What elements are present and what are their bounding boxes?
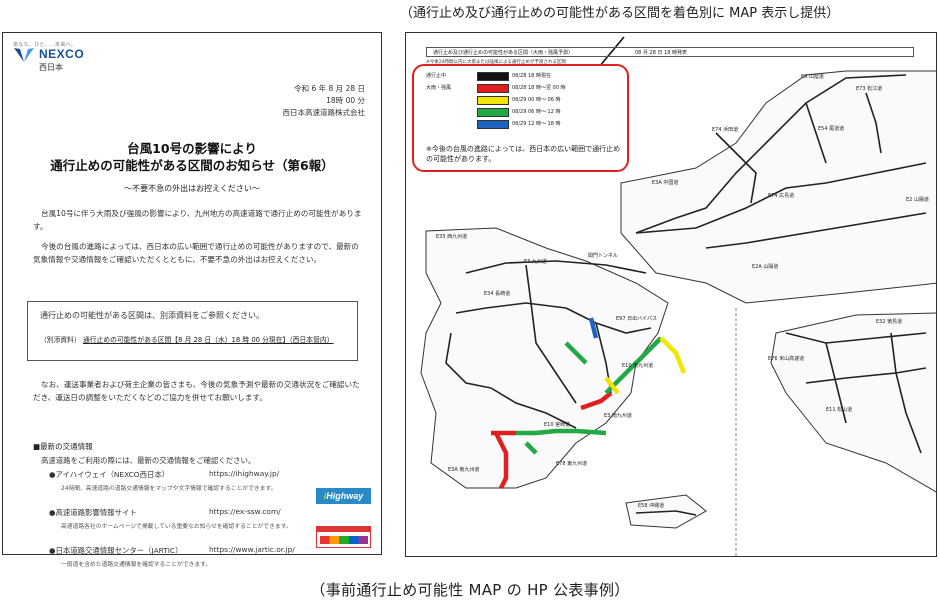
svg-text:E2 山陽道: E2 山陽道 (906, 196, 929, 203)
road-labels: E9 山陰道 E2 山陽道 E73 松江道 E54 尾道道 E74 浜田道 E7… (436, 73, 929, 509)
info-item-ihighway: ●アイハイウェイ（NEXCO西日本） https://ihighway.jp/ (49, 469, 279, 480)
legend-swatch (477, 108, 509, 117)
doc-date: 令和 6 年 8 月 28 日 (294, 84, 365, 93)
map-header-date: 08 月 28 日 18 時発表 (635, 50, 688, 56)
legend-swatch (477, 120, 509, 129)
logo-brand: NEXCO (39, 47, 85, 61)
svg-text:E32 徳島道: E32 徳島道 (876, 318, 902, 325)
info-item-desc: 一般道を含めた道路交通情報を確認することができます。 (61, 562, 212, 568)
legend-note: ※今後の台風の進路によっては、西日本の広い範囲で通行止めの可能性があります。 (426, 145, 621, 163)
svg-text:E3A 中国道: E3A 中国道 (652, 179, 678, 186)
section-intro: 高速道路をご利用の際には、最新の交通情報をご確認ください。 (41, 456, 256, 465)
doc-company: 西日本高速道路株式会社 (282, 108, 366, 117)
svg-text:E54 尾道道: E54 尾道道 (818, 125, 844, 132)
map-note: ※今後24時間以内に大雨または強風による通行止めが予測される区間 (426, 60, 566, 65)
figure-caption: （事前通行止め可能性 MAP の HP 公表事例） (310, 581, 630, 599)
svg-text:E74 広島道: E74 広島道 (768, 192, 794, 199)
svg-text:E76 米山高速道: E76 米山高速道 (768, 355, 804, 362)
logo-tagline: あなた、ひと、…未来へ。 (13, 42, 77, 48)
ihighway-logo[interactable]: iHighway (316, 488, 371, 504)
attachment-link[interactable]: 通行止めの可能性がある区間【8 月 28 日（水）18 時 00 分現在】（西日… (82, 336, 334, 344)
svg-text:E97 日出バイパス: E97 日出バイパス (616, 315, 657, 322)
attachment-prefix: （別添資料） (40, 336, 81, 344)
info-item-ex-ssw: ●高速道路影響情報サイト https://ex-ssw.com/ (49, 507, 281, 518)
map-header-title: 通行止め及び通行止めの可能性がある区間（大雨・強風予測） (433, 50, 574, 56)
doc-meta: 令和 6 年 8 月 28 日 18時 00 分 西日本高速道路株式会社 (283, 83, 366, 119)
logo-branch: 西日本 (39, 63, 63, 72)
info-item-url[interactable]: https://ihighway.jp/ (209, 469, 280, 478)
info-item-jartic: ●日本道路交通情報センター（JARTIC） https://www.jartic… (49, 545, 295, 556)
attachment-ref: （別添資料） 通行止めの可能性がある区間【8 月 28 日（水）18 時 00 … (40, 334, 334, 344)
press-release-document: あなた、ひと、…未来へ。 NEXCO 西日本 令和 6 年 8 月 28 日 1… (2, 32, 382, 568)
section-title: ■最新の交通情報 (33, 442, 93, 451)
map-graphic: E9 山陰道 E2 山陽道 E73 松江道 E54 尾道道 E74 浜田道 E7… (420, 36, 936, 556)
closure-map: E9 山陰道 E2 山陽道 E73 松江道 E54 尾道道 E74 浜田道 E7… (405, 32, 937, 557)
map-header: 通行止め及び通行止めの可能性がある区間（大雨・強風予測） 08 月 28 日 1… (426, 47, 914, 57)
ex-ssw-banner[interactable] (316, 526, 371, 548)
paragraph-2: 今後の台風の進路によっては、西日本の広い範囲で通行止めの可能性がありますので、最… (33, 242, 359, 264)
svg-text:E35 西九州道: E35 西九州道 (436, 233, 467, 240)
info-item-desc: 高速道路各社のホームページで掲載している重要なお知らせを確認することができます。 (61, 524, 292, 530)
doc-title-line1: 台風10号の影響により (127, 141, 257, 156)
svg-text:E74 浜田道: E74 浜田道 (712, 126, 738, 133)
info-item-name: ●アイハイウェイ（NEXCO西日本） (49, 470, 170, 479)
svg-text:E10 東九州道: E10 東九州道 (622, 362, 653, 369)
svg-text:E73 松江道: E73 松江道 (856, 85, 882, 92)
info-item-url[interactable]: https://ex-ssw.com/ (209, 507, 281, 516)
svg-text:E11 松山道: E11 松山道 (826, 406, 852, 413)
paragraph-3: なお、運送事業者および荷主企業の皆さまも、今後の気象予測や最新の交通状況をご確認… (33, 380, 360, 402)
svg-text:E2A 山陽道: E2A 山陽道 (752, 263, 778, 270)
nexco-logo: あなた、ひと、…未来へ。 NEXCO 西日本 (13, 41, 84, 72)
honshu-landmass (620, 70, 936, 304)
info-item-url[interactable]: https://www.jartic.or.jp/ (209, 545, 295, 554)
callout-text: （通行止め及び通行止めの可能性がある区間を着色別に MAP 表示し提供） (400, 6, 840, 21)
doc-time: 18時 00 分 (326, 96, 365, 105)
svg-text:E3 九州道: E3 九州道 (524, 258, 547, 265)
svg-text:E78 東九州道: E78 東九州道 (556, 460, 587, 467)
closure-sections (491, 317, 687, 490)
paragraph-1: 台風10号に伴う大雨及び強風の影響により、九州地方の高速道路で通行止めの可能性が… (33, 209, 362, 231)
svg-text:E3 南九州道: E3 南九州道 (604, 412, 632, 419)
legend-swatch (477, 96, 509, 105)
doc-title-line2: 通行止めの可能性がある区間のお知らせ（第6報） (50, 158, 334, 173)
svg-text:E34 長崎道: E34 長崎道 (484, 290, 510, 297)
svg-text:E9 山陰道: E9 山陰道 (801, 73, 824, 80)
doc-title: 台風10号の影響により 通行止めの可能性がある区間のお知らせ（第6報） (3, 140, 381, 174)
svg-text:E58 沖縄道: E58 沖縄道 (638, 502, 664, 509)
legend-swatch (477, 84, 509, 93)
attachment-box: 通行止めの可能性がある区間は、別添資料をご参照ください。 （別添資料） 通行止め… (27, 301, 358, 361)
info-item-name: ●高速道路影響情報サイト (49, 508, 137, 517)
map-legend: 通行止中 08/28 18 時現在 大雨・強風 08/28 18 時～翌 00 … (412, 64, 629, 172)
legend-swatch (477, 72, 509, 81)
doc-subtitle: ～不要不急の外出はお控えください～ (124, 184, 260, 193)
attachment-line: 通行止めの可能性がある区間は、別添資料をご参照ください。 (40, 311, 264, 320)
kyushu-landmass (420, 227, 669, 489)
info-item-name: ●日本道路交通情報センター（JARTIC） (49, 546, 183, 555)
info-item-desc: 24時間、高速道路の道路交通情報をマップや文字情報で確認することができます。 (61, 486, 277, 492)
svg-text:関門トンネル: 関門トンネル (588, 253, 618, 259)
svg-text:E10 宮崎道: E10 宮崎道 (544, 421, 570, 428)
nexco-mark-icon (14, 48, 34, 62)
road-network (445, 74, 927, 516)
svg-text:E3A 南九州道: E3A 南九州道 (448, 466, 479, 473)
